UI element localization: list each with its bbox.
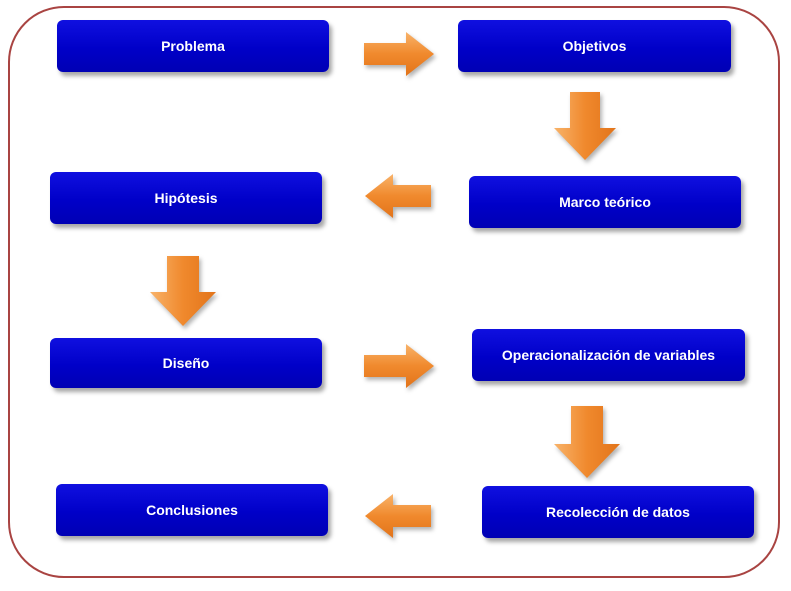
step-box-conclusiones: Conclusiones	[56, 484, 328, 536]
diagram-frame: Problema Objetivos Marco teórico Hipótes…	[8, 6, 780, 578]
step-label: Objetivos	[562, 37, 627, 54]
arrow-left-icon	[365, 494, 431, 538]
arrow-down-icon	[554, 406, 620, 478]
arrow-right-icon	[364, 344, 434, 388]
step-box-problema: Problema	[57, 20, 329, 72]
step-label: Operacionalización de variables	[501, 346, 716, 363]
step-box-recoleccion: Recolección de datos	[482, 486, 754, 538]
step-box-marco-teorico: Marco teórico	[469, 176, 741, 228]
step-box-diseno: Diseño	[50, 338, 322, 388]
arrow-left-icon	[365, 174, 431, 218]
step-label: Hipótesis	[154, 189, 218, 206]
step-label: Diseño	[162, 354, 210, 371]
arrow-down-icon	[150, 256, 216, 326]
step-label: Conclusiones	[146, 501, 238, 518]
arrow-right-icon	[364, 32, 434, 76]
arrow-down-icon	[554, 92, 616, 160]
step-box-operacionalizacion: Operacionalización de variables	[472, 329, 745, 381]
step-label: Marco teórico	[559, 193, 651, 210]
step-label: Recolección de datos	[546, 503, 690, 520]
step-label: Problema	[161, 37, 225, 54]
step-box-objetivos: Objetivos	[458, 20, 731, 72]
step-box-hipotesis: Hipótesis	[50, 172, 322, 224]
